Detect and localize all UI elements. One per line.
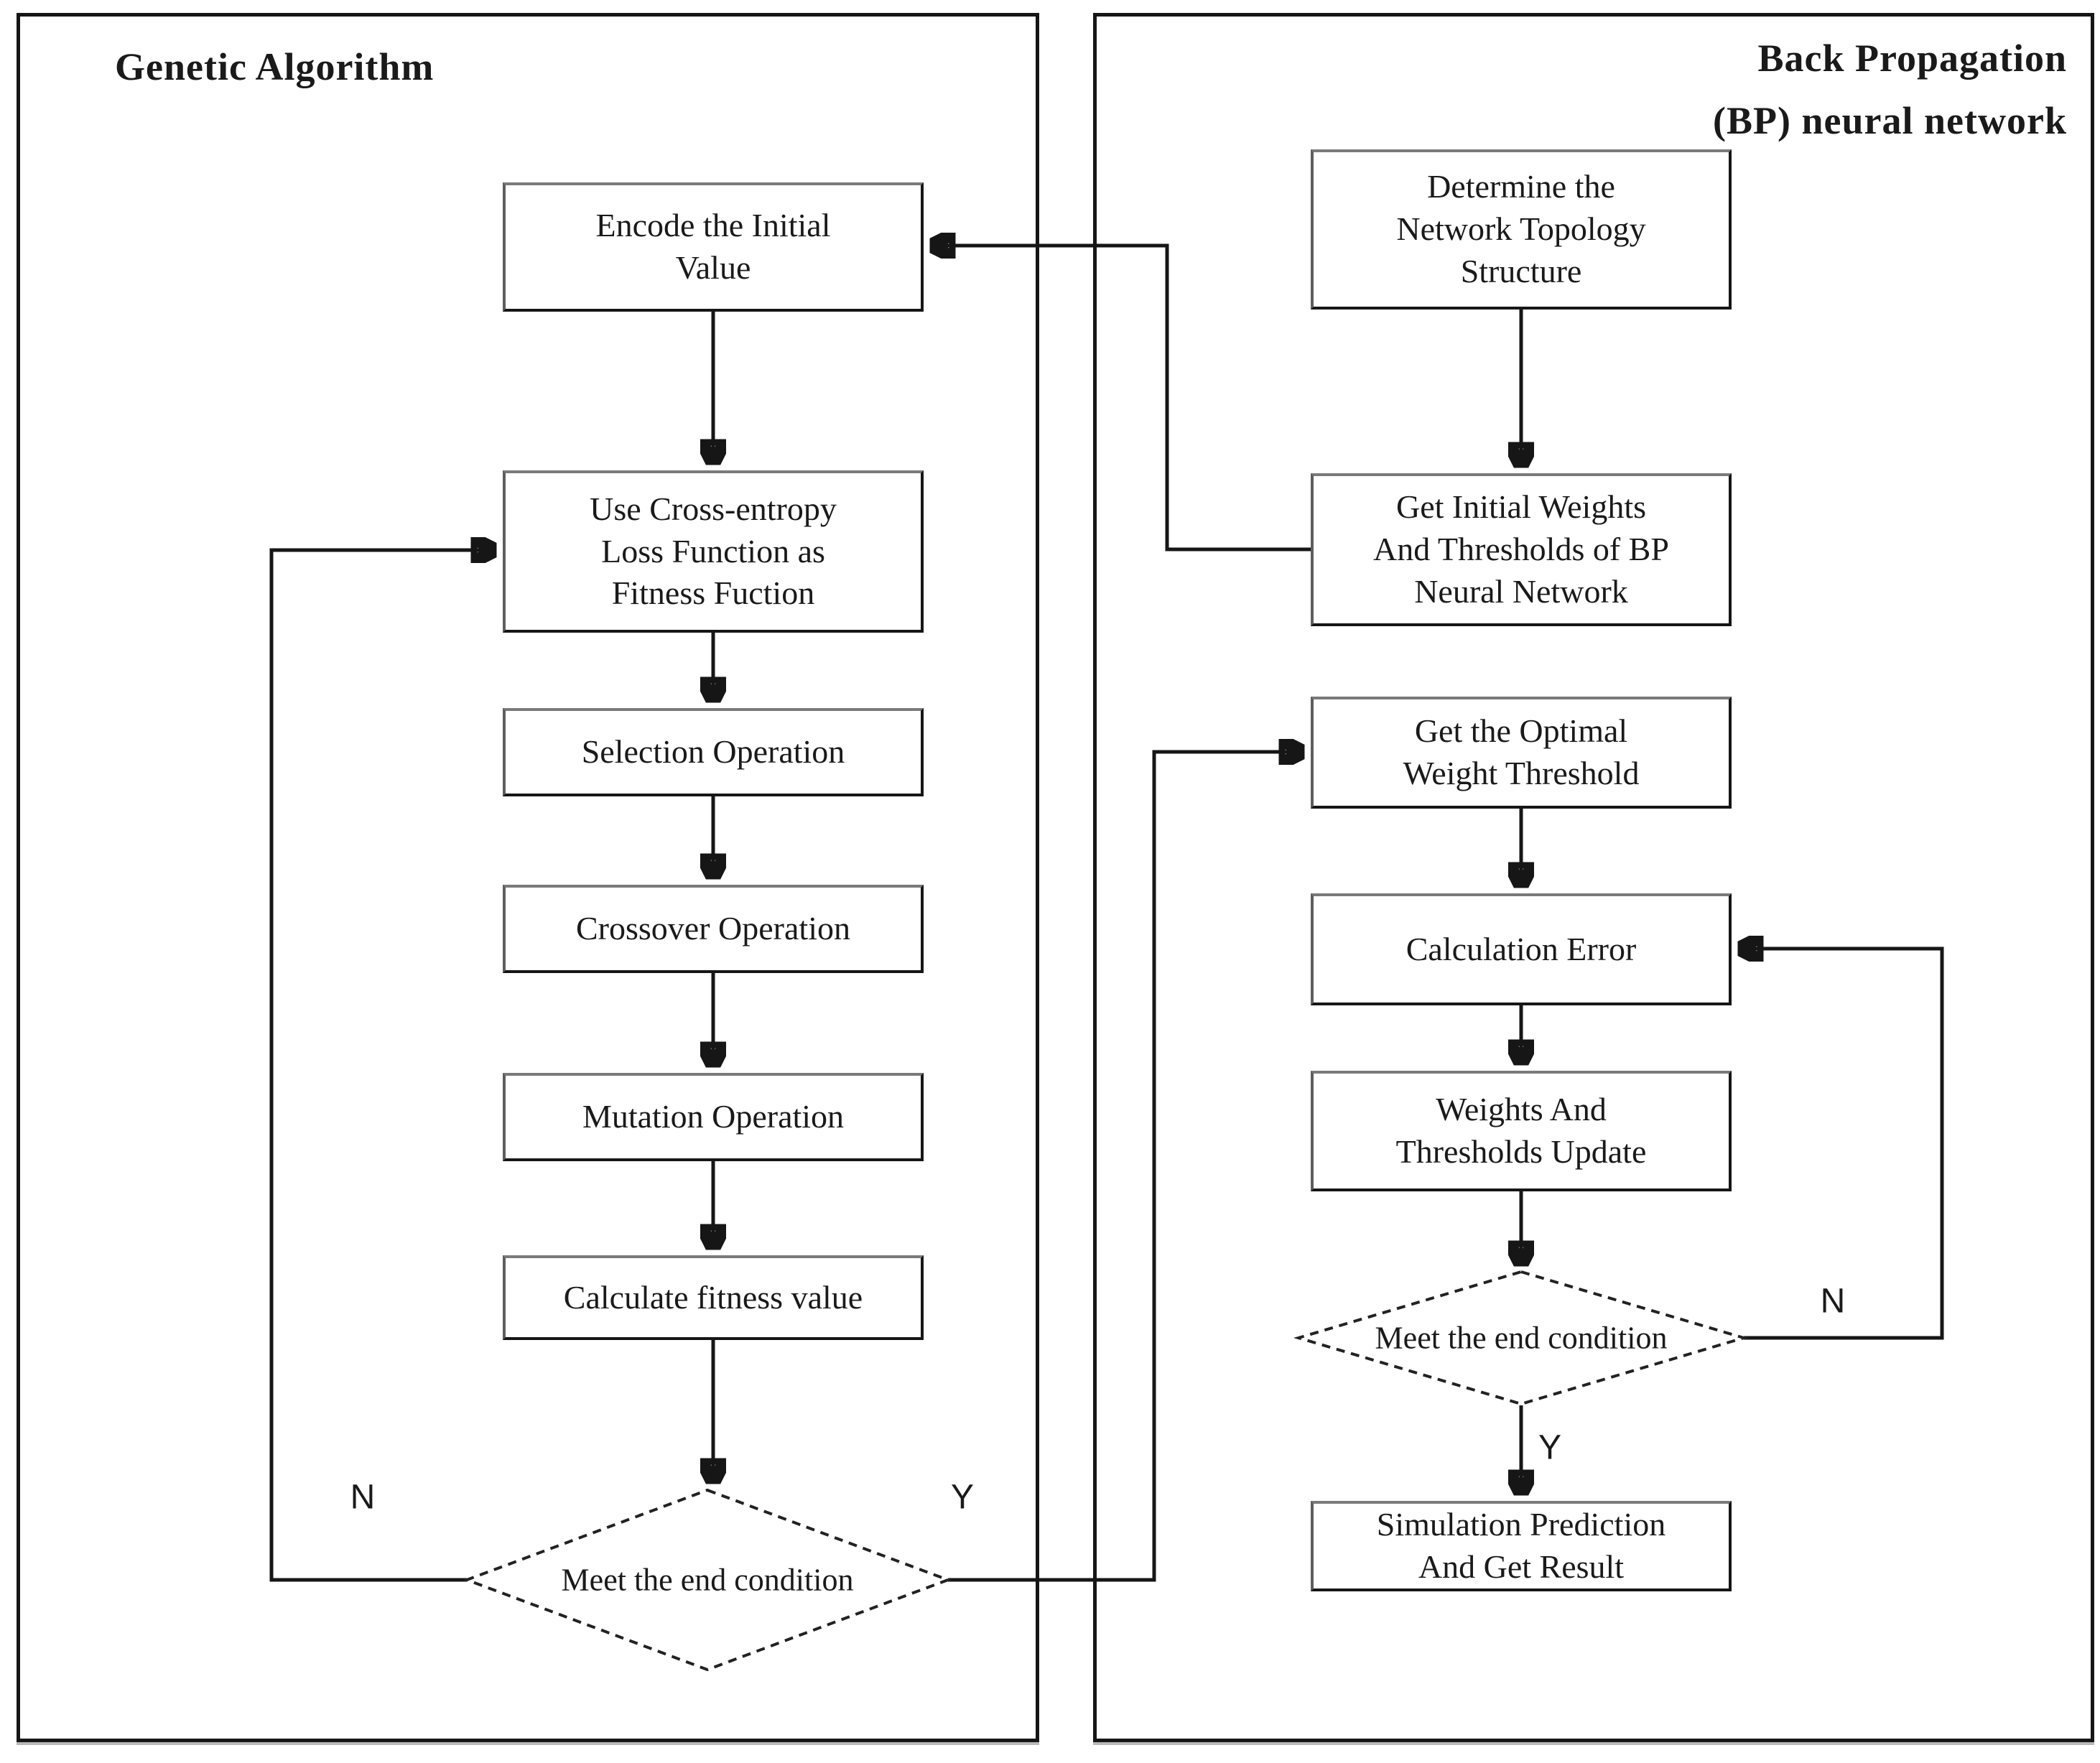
box-text-line: Selection Operation [581, 733, 845, 771]
box-text-line: Value [675, 249, 751, 286]
ga-branch-no-label: N [350, 1478, 376, 1517]
box-text-line: Calculate fitness value [563, 1278, 863, 1316]
box-text-line: Get Initial Weights [1395, 488, 1647, 526]
bp-title-line2: (BP) neural network [1713, 99, 2067, 143]
box-text-line: Network Topology [1396, 210, 1646, 248]
box-text-line: Calculation Error [1406, 930, 1637, 967]
ga-decision-diamond [463, 1488, 952, 1672]
bp-network-title: Back Propagation (BP) neural network [1713, 27, 2067, 153]
selection-operation-box: Selection Operation [503, 708, 924, 796]
edge-getinitial-to-encode [932, 246, 1311, 552]
weights-thresholds-update-box: Weights And Thresholds Update [1311, 1071, 1732, 1191]
bp-title-line1: Back Propagation [1757, 37, 2067, 80]
box-text-line: Weights And [1436, 1091, 1607, 1128]
cross-entropy-fitness-box: Use Cross-entropy Loss Function as Fitne… [503, 470, 924, 633]
mutation-operation-box: Mutation Operation [503, 1073, 924, 1161]
box-text-line: Crossover Operation [576, 910, 850, 947]
box-text-line: Determine the [1427, 168, 1615, 205]
box-text-line: And Thresholds of BP [1373, 531, 1669, 568]
ga-decision-label: Meet the end condition [561, 1562, 854, 1598]
encode-initial-value-box: Encode the Initial Value [503, 182, 924, 312]
box-text-line: Fitness Fuction [611, 575, 815, 612]
box-text-line: Weight Threshold [1403, 755, 1640, 791]
bp-branch-yes-label: Y [1538, 1428, 1562, 1467]
get-optimal-weight-threshold-box: Get the Optimal Weight Threshold [1311, 697, 1732, 809]
calculate-fitness-value-box: Calculate fitness value [503, 1255, 924, 1340]
get-initial-weights-box: Get Initial Weights And Thresholds of BP… [1311, 473, 1732, 626]
bp-decision-label: Meet the end condition [1375, 1320, 1668, 1356]
calculation-error-box: Calculation Error [1311, 893, 1732, 1005]
box-text-line: Use Cross-entropy [590, 490, 837, 527]
edge-bp-no-loop [1740, 949, 1944, 1340]
simulation-prediction-box: Simulation Prediction And Get Result [1311, 1501, 1732, 1591]
ga-branch-yes-label: Y [950, 1478, 975, 1517]
edge-ga-no-loop [269, 550, 494, 1582]
box-text-line: Thresholds Update [1395, 1133, 1647, 1170]
box-text-line: And Get Result [1418, 1548, 1625, 1585]
box-text-line: Mutation Operation [582, 1098, 845, 1135]
genetic-algorithm-title: Genetic Algorithm [115, 45, 435, 88]
box-text-line: Encode the Initial [595, 207, 831, 244]
box-text-line: Loss Function as [601, 532, 825, 569]
box-text-line: Get the Optimal [1414, 712, 1628, 750]
bp-branch-no-label: N [1820, 1282, 1846, 1321]
box-text-line: Neural Network [1414, 572, 1628, 610]
box-text-line: Simulation Prediction [1376, 1506, 1666, 1543]
box-text-line: Structure [1460, 252, 1582, 289]
edge-ga-yes-to-getoptimal [948, 752, 1302, 1582]
crossover-operation-box: Crossover Operation [503, 885, 924, 973]
determine-topology-box: Determine the Network Topology Structure [1311, 149, 1732, 310]
bp-decision-diamond [1293, 1270, 1750, 1406]
